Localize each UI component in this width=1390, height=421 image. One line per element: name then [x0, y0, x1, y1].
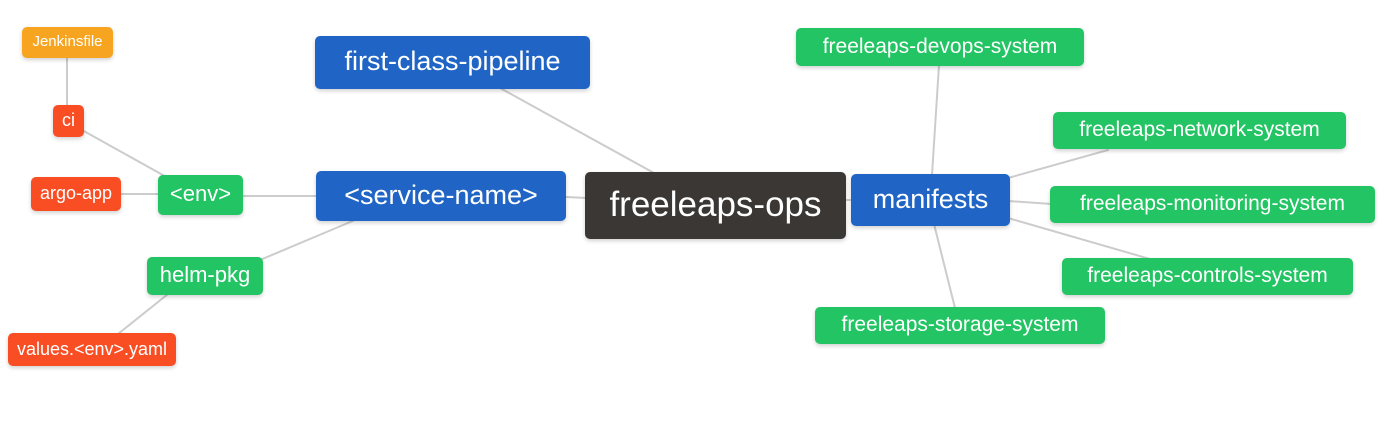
- node-label: Jenkinsfile: [32, 33, 103, 50]
- node-freeleaps-devops-system[interactable]: freeleaps-devops-system: [796, 28, 1084, 66]
- node-first-class-pipeline[interactable]: first-class-pipeline: [315, 36, 590, 89]
- node-label: argo-app: [39, 183, 113, 203]
- node-freeleaps-controls-system[interactable]: freeleaps-controls-system: [1062, 258, 1353, 295]
- edge-manifests--freeleaps-network-system: [1007, 149, 1109, 179]
- node-manifests[interactable]: manifests: [851, 174, 1010, 226]
- node-freeleaps-network-system[interactable]: freeleaps-network-system: [1053, 112, 1346, 149]
- edge-first-class-pipeline--freeleaps-ops: [499, 87, 655, 174]
- node-label: freeleaps-devops-system: [822, 34, 1058, 58]
- node-label: freeleaps-monitoring-system: [1080, 192, 1345, 215]
- node-ci[interactable]: ci: [53, 105, 84, 137]
- node-label: manifests: [872, 183, 989, 214]
- edge-service-name--freeleaps-ops: [565, 196, 588, 199]
- node-env[interactable]: <env>: [158, 175, 243, 215]
- node-values-env-yaml[interactable]: values.<env>.yaml: [8, 333, 176, 366]
- node-label: ci: [62, 110, 75, 130]
- node-argo-app[interactable]: argo-app: [31, 177, 121, 211]
- edge-manifests--freeleaps-devops-system: [931, 64, 940, 176]
- edge-helm-pkg--service-name: [259, 219, 356, 261]
- node-label: <service-name>: [344, 179, 538, 210]
- edge-manifests--freeleaps-storage-system: [933, 223, 956, 309]
- node-label: freeleaps-network-system: [1079, 118, 1320, 141]
- node-jenkinsfile[interactable]: Jenkinsfile: [22, 27, 113, 58]
- node-freeleaps-monitoring-system[interactable]: freeleaps-monitoring-system: [1050, 186, 1375, 223]
- edge-values-env-yaml--helm-pkg: [117, 293, 169, 335]
- node-service-name[interactable]: <service-name>: [316, 171, 566, 221]
- node-label: freeleaps-controls-system: [1087, 264, 1328, 287]
- edge-manifests--freeleaps-monitoring-system: [1007, 200, 1053, 205]
- node-freeleaps-ops[interactable]: freeleaps-ops: [585, 172, 846, 239]
- edge-manifests--freeleaps-controls-system: [1007, 217, 1151, 260]
- node-label: freeleaps-storage-system: [841, 313, 1079, 336]
- node-label: values.<env>.yaml: [16, 338, 168, 359]
- edge-ci--env: [81, 129, 171, 180]
- node-label: first-class-pipeline: [344, 46, 561, 76]
- node-label: freeleaps-ops: [609, 185, 822, 224]
- node-label: <env>: [169, 181, 232, 206]
- node-freeleaps-storage-system[interactable]: freeleaps-storage-system: [815, 307, 1105, 344]
- node-helm-pkg[interactable]: helm-pkg: [147, 257, 263, 295]
- node-label: helm-pkg: [159, 262, 251, 287]
